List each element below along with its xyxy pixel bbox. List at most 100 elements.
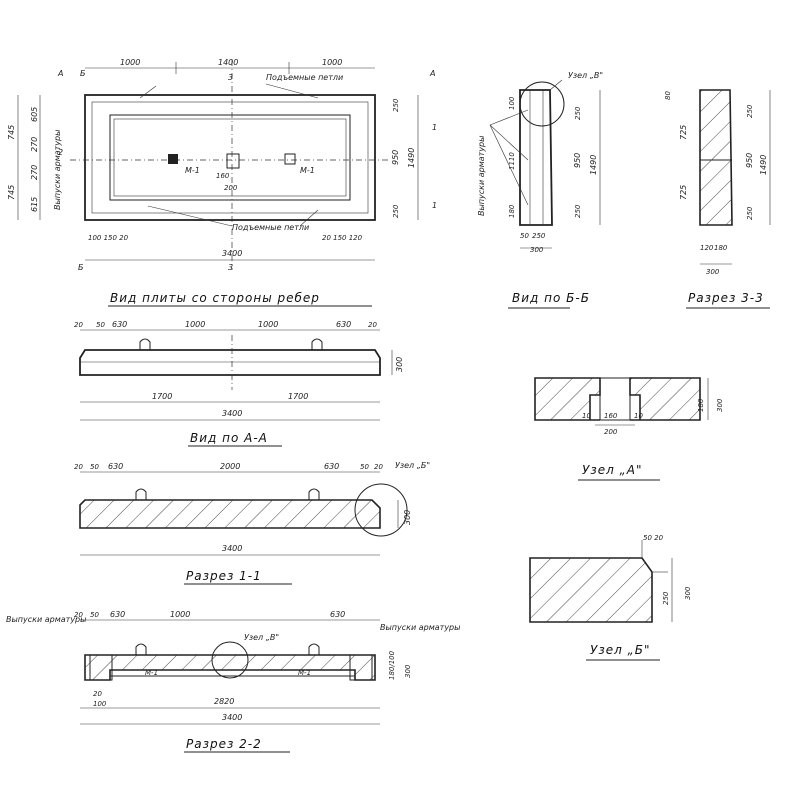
dim-1490-ribs: 1490: [407, 148, 416, 168]
dim-120-33: 120: [700, 244, 714, 252]
dim-160: 160: [216, 172, 230, 180]
dim-250-top: 250: [392, 98, 400, 112]
dim-100-150-20: 100 150 20: [88, 234, 129, 242]
loop-aa-left: [139, 338, 151, 350]
node-a: 160 10 10 200 180 300 Узел „А": [534, 377, 724, 481]
dim-3400-aa: 3400: [222, 409, 242, 418]
plate-inner-panel-2: [113, 118, 347, 197]
section-11-body: [79, 499, 381, 529]
dim-160-a: 160: [604, 412, 618, 420]
view-bb-outline: [519, 89, 553, 226]
caption-section-22: Разрез 2-2: [186, 737, 262, 751]
node-v-label-bb: Узел „В": [568, 71, 603, 80]
dim-605: 605: [30, 107, 39, 122]
dim-950-ribs: 950: [391, 150, 400, 165]
dim-250-bb-w: 250: [532, 232, 546, 240]
dim-180-a: 180: [697, 398, 705, 412]
dim-250-bottom: 250: [392, 204, 400, 218]
dim-10-a-right: 10: [634, 412, 643, 420]
view-ribs: М-1 М-1 160 200 Подъемные петли Подъемны…: [7, 58, 437, 307]
dim-1400: 1400: [218, 58, 238, 67]
dim-270-top: 270: [30, 137, 39, 152]
dim-1000-left-aa: 1000: [185, 320, 205, 329]
marker-3-top: 3: [228, 73, 233, 82]
marker-a-right: А: [429, 69, 435, 78]
plate-rib-line: [91, 101, 369, 214]
lifting-loops-bottom: Подъемные петли: [232, 223, 309, 232]
dim-180-100: 180/100: [388, 650, 396, 680]
marker-2-left: 2: [58, 148, 63, 157]
dim-3400-11: 3400: [222, 544, 242, 553]
dim-180-bb: 180: [508, 204, 516, 218]
loop-11-left: [135, 488, 147, 500]
m1-label-right: М-1: [300, 166, 315, 175]
node-v-circle-bb: [519, 81, 565, 127]
dim-50-20-b: 50 20: [643, 534, 664, 542]
dim-630-right-aa: 630: [336, 320, 351, 329]
dim-50-bb: 50: [520, 232, 529, 240]
dim-180-33: 180: [714, 244, 728, 252]
dim-100-bb: 100: [508, 96, 516, 110]
dim-1700-left: 1700: [152, 392, 172, 401]
lifting-loops-top: Подъемные петли: [266, 73, 343, 82]
dim-2820: 2820: [214, 697, 234, 706]
dim-200: 200: [224, 184, 238, 192]
marker-1-bottom: 1: [432, 201, 437, 210]
dim-300-b: 300: [684, 586, 692, 600]
dim-630-right-22: 630: [330, 610, 345, 619]
marker-3-bottom: 3: [228, 263, 233, 272]
loop-22-right: [308, 643, 320, 655]
dim-1000-right: 1000: [322, 58, 342, 67]
caption-node-a: Узел „А": [582, 463, 643, 477]
loop-aa-right: [311, 338, 323, 350]
marker-b-top: Б: [80, 69, 86, 78]
plate-inner-panel: [109, 114, 351, 201]
dim-950-bb: 950: [573, 153, 582, 168]
marker-a-left: А: [57, 69, 63, 78]
dim-950-33: 950: [745, 153, 754, 168]
m1-label-left: М-1: [185, 166, 200, 175]
dim-3400-ribs: 3400: [222, 249, 242, 258]
dim-300-22: 300: [404, 664, 412, 678]
loop-11-right: [308, 488, 320, 500]
dim-80-33: 80: [664, 91, 672, 100]
dim-20-22-bot: 20: [93, 690, 102, 698]
dim-630-left-22: 630: [110, 610, 125, 619]
rib-22-right: [349, 654, 373, 681]
dim-20-11: 20: [74, 463, 83, 471]
dim-250-bb-top: 250: [574, 106, 582, 120]
dim-250-33-top: 250: [746, 104, 754, 118]
dim-1110-bb: 1110: [508, 152, 516, 170]
dim-10-a-left: 10: [582, 412, 591, 420]
dim-630-left-aa: 630: [112, 320, 127, 329]
marker-1-top: 1: [432, 123, 437, 132]
dim-50-aa: 50: [96, 321, 105, 329]
dim-745-bottom: 745: [7, 185, 16, 200]
rib-22-left: [89, 654, 113, 681]
dim-270-bottom: 270: [30, 165, 39, 180]
dim-745-top: 745: [7, 125, 16, 140]
dim-20-aa: 20: [74, 321, 83, 329]
caption-node-b: Узел „Б": [590, 643, 651, 657]
dim-50-right-11: 50: [360, 463, 369, 471]
dim-250-bb-bot: 250: [574, 204, 582, 218]
dim-1000-right-aa: 1000: [258, 320, 278, 329]
node-b: 50 20 250 300 Узел „Б": [529, 534, 692, 661]
m1-22-left: М-1: [145, 669, 158, 677]
marker-b-bottom: Б: [78, 263, 84, 272]
plate-outline: [84, 94, 376, 221]
section-22: Узел „В" М-1 М-1 Выпуски арматуры Выпуск…: [6, 610, 460, 753]
dim-1490-bb: 1490: [589, 155, 598, 175]
node-a-groove: [599, 377, 631, 421]
caption-view-bb: Вид по Б-Б: [512, 291, 590, 305]
caption-section-33: Разрез 3-3: [688, 291, 764, 305]
dim-300-aa: 300: [395, 357, 404, 372]
dim-725-33-bot: 725: [679, 185, 688, 200]
rebar-outlets-bb: Выпуски арматуры: [477, 136, 486, 216]
rebar-outlets-vertical: Выпуски арматуры: [53, 130, 62, 210]
dim-250-b: 250: [662, 591, 670, 605]
dim-100-22: 100: [93, 700, 107, 708]
section-33: 1490 950 250 250 725 725 80 120 180 300 …: [664, 89, 771, 309]
dim-300-33: 300: [706, 268, 720, 276]
